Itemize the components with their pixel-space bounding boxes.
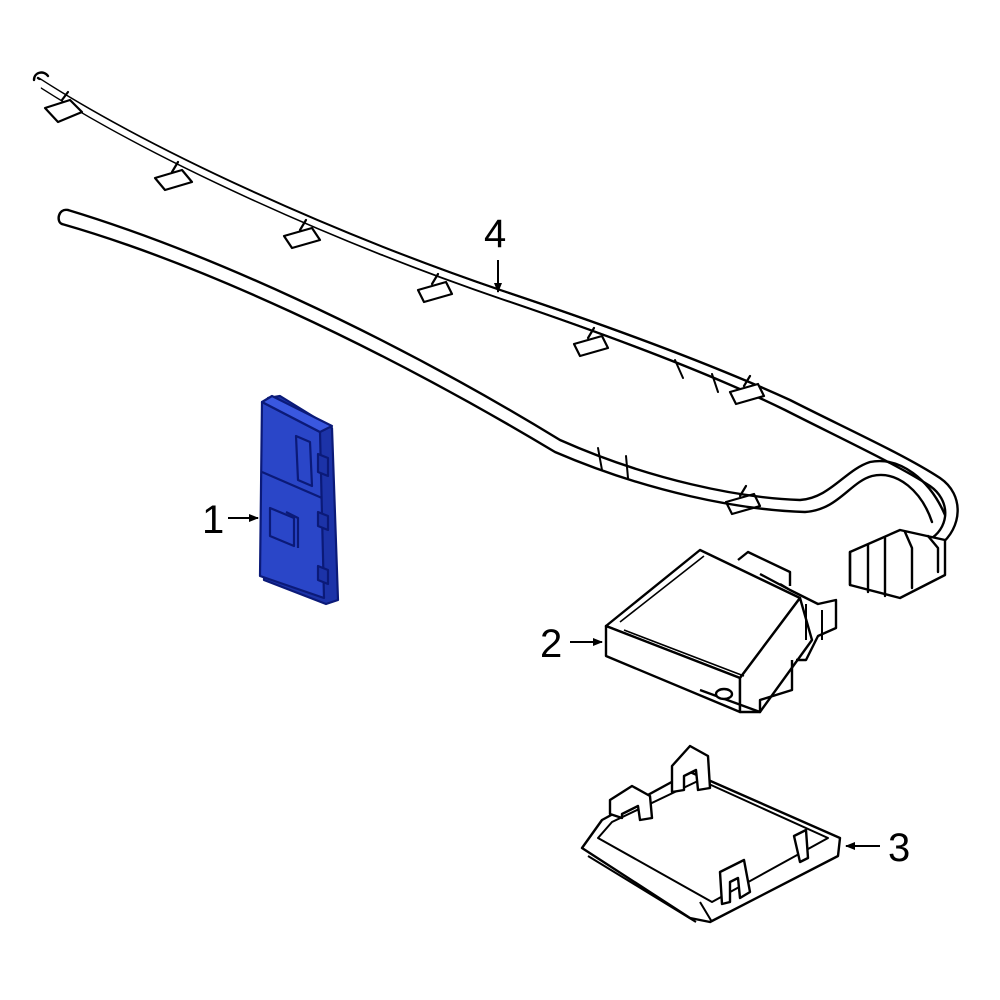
bracket-top-rim [260, 394, 334, 434]
clip [282, 226, 322, 250]
module-side [738, 596, 814, 714]
clip [298, 218, 308, 232]
clip [170, 160, 180, 174]
cover-tab [718, 858, 752, 906]
clip [43, 98, 84, 124]
module-bevel [619, 555, 745, 677]
cover-inner [597, 779, 829, 903]
control-module[interactable] [604, 548, 838, 714]
lower-harness-end [57, 208, 70, 226]
lower-harness-inner [60, 222, 934, 524]
upper-harness-outer [36, 76, 959, 547]
bracket-latch-lower [268, 506, 296, 548]
callout-1-label: 1 [202, 498, 225, 542]
cover-tab [608, 784, 654, 822]
harness-end-cap [32, 71, 50, 82]
module-cover[interactable] [580, 744, 842, 924]
callout-2-label: 2 [540, 622, 563, 666]
clip [416, 280, 454, 304]
cover-tab [792, 828, 810, 864]
cover-lip [587, 855, 713, 923]
module-bracket[interactable] [258, 394, 340, 606]
lower-harness-outer [66, 208, 947, 517]
harness-sleeve [597, 447, 629, 479]
clip [724, 492, 762, 516]
bracket-latch-upper [294, 434, 314, 488]
clip [586, 326, 596, 340]
harness-clips [43, 90, 766, 516]
bracket-front [258, 400, 326, 600]
module-mount-hole [714, 687, 734, 701]
clip [742, 374, 752, 388]
clip [728, 382, 766, 406]
upper-harness-inner [40, 86, 947, 540]
module-base [699, 660, 794, 714]
cover-tab [670, 744, 712, 794]
upper-harness-fill [37, 80, 955, 544]
clip [60, 90, 70, 102]
clip [572, 334, 610, 358]
clip [153, 168, 194, 192]
bracket-divider [261, 470, 323, 500]
callout-4-label: 4 [484, 212, 507, 256]
callout-3-label: 3 [888, 826, 911, 870]
callout-leaders [228, 260, 880, 850]
clip [430, 272, 440, 286]
wire-harness[interactable] [32, 71, 959, 600]
harness-sleeve-top [674, 359, 719, 393]
harness-connector [848, 528, 947, 600]
module-connector [737, 550, 838, 662]
